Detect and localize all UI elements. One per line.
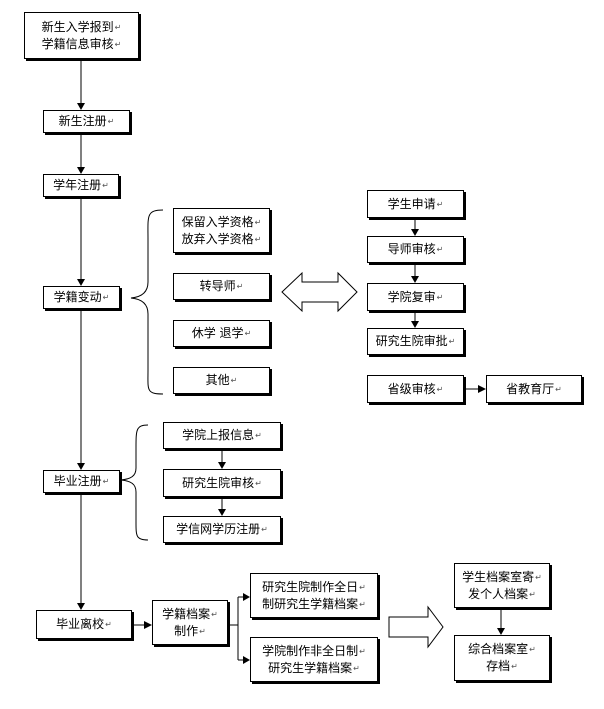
province-dept-box: 省教育厅	[486, 375, 582, 403]
graduate-register-box: 毕业注册	[43, 470, 120, 493]
arrowhead	[77, 463, 85, 470]
arrowhead	[497, 628, 505, 635]
advisor-review-label: 导师审核	[388, 241, 444, 258]
register-label: 新生注册	[59, 113, 115, 130]
enroll-line-1: 新生入学报到	[42, 19, 122, 36]
province-review-label: 省级审核	[388, 381, 444, 398]
send-personal-line-2: 发个人档案	[468, 586, 536, 603]
send-personal-archive-box: 学生档案室寄 发个人档案	[454, 563, 550, 608]
parttime-line-1: 学院制作非全日制	[262, 643, 366, 660]
keep-qualification-box: 保留入学资格 放弃入学资格	[173, 208, 270, 253]
leave-school-box: 毕业离校	[36, 610, 132, 639]
grad-school-review-box: 研究生院审核	[163, 469, 281, 497]
keep-line-2: 放弃入学资格	[182, 231, 262, 248]
college-report-label: 学院上报信息	[182, 427, 262, 444]
arrowhead	[478, 385, 486, 393]
arrowhead	[218, 462, 226, 469]
arrowhead	[218, 509, 226, 516]
archive-store-box: 综合档案室 存档	[454, 635, 550, 681]
arrowhead	[411, 321, 419, 328]
province-review-box: 省级审核	[367, 375, 464, 403]
archive-store-line-1: 综合档案室	[468, 641, 536, 658]
college-report-box: 学院上报信息	[163, 422, 281, 449]
change-advisor-box: 转导师	[173, 273, 270, 300]
send-personal-line-1: 学生档案室寄	[462, 569, 542, 586]
chsi-register-box: 学信网学历注册	[163, 516, 281, 543]
annual-register-box: 学年注册	[43, 174, 119, 197]
province-dept-label: 省教育厅	[506, 381, 562, 398]
leave-school-label: 毕业离校	[56, 616, 112, 633]
grad-approve-box: 研究生院审批	[367, 328, 464, 355]
arrowhead	[77, 603, 85, 610]
arrowhead	[77, 167, 85, 174]
other-label: 其他	[206, 372, 238, 389]
fulltime-line-2: 制研究生学籍档案	[262, 596, 366, 613]
double-arrow	[281, 271, 358, 313]
right-arrow	[388, 605, 444, 649]
student-apply-label: 学生申请	[388, 196, 444, 213]
archive-make-line-2: 制作	[174, 623, 206, 640]
enroll-line-2: 学籍信息审核	[42, 36, 122, 53]
parttime-archive-box: 学院制作非全日制 研究生学籍档案	[250, 637, 378, 682]
keep-line-1: 保留入学资格	[182, 214, 262, 231]
archive-make-line-1: 学籍档案	[162, 606, 218, 623]
status-change-label: 学籍变动	[54, 289, 110, 306]
arrowhead	[243, 656, 250, 664]
suspend-box: 休学 退学	[173, 320, 270, 347]
suspend-label: 休学 退学	[192, 325, 252, 342]
brace	[120, 424, 149, 541]
register-box: 新生注册	[43, 110, 130, 133]
arrowhead	[411, 229, 419, 236]
archive-store-line-2: 存档	[486, 658, 518, 675]
status-change-box: 学籍变动	[43, 286, 120, 309]
arrowhead	[144, 621, 152, 629]
advisor-review-box: 导师审核	[367, 236, 464, 263]
grad-approve-label: 研究生院审批	[376, 333, 456, 350]
annual-register-label: 学年注册	[53, 177, 109, 194]
parttime-line-2: 研究生学籍档案	[268, 660, 360, 677]
college-review-label: 学院复审	[388, 289, 444, 306]
arrowhead	[77, 103, 85, 110]
other-box: 其他	[173, 367, 270, 394]
archive-make-box: 学籍档案 制作	[152, 600, 228, 645]
fulltime-line-1: 研究生院制作全日	[262, 579, 366, 596]
fulltime-archive-box: 研究生院制作全日 制研究生学籍档案	[250, 573, 378, 618]
arrowhead	[243, 593, 250, 601]
college-review-box: 学院复审	[367, 283, 464, 311]
change-advisor-label: 转导师	[200, 278, 244, 295]
graduate-register-label: 毕业注册	[54, 473, 110, 490]
grad-school-review-label: 研究生院审核	[182, 475, 262, 492]
arrowhead	[77, 279, 85, 286]
arrowhead	[411, 276, 419, 283]
chsi-register-label: 学信网学历注册	[176, 521, 268, 538]
student-apply-box: 学生申请	[367, 190, 464, 218]
brace	[130, 209, 164, 395]
enroll-box: 新生入学报到 学籍信息审核	[24, 12, 139, 59]
